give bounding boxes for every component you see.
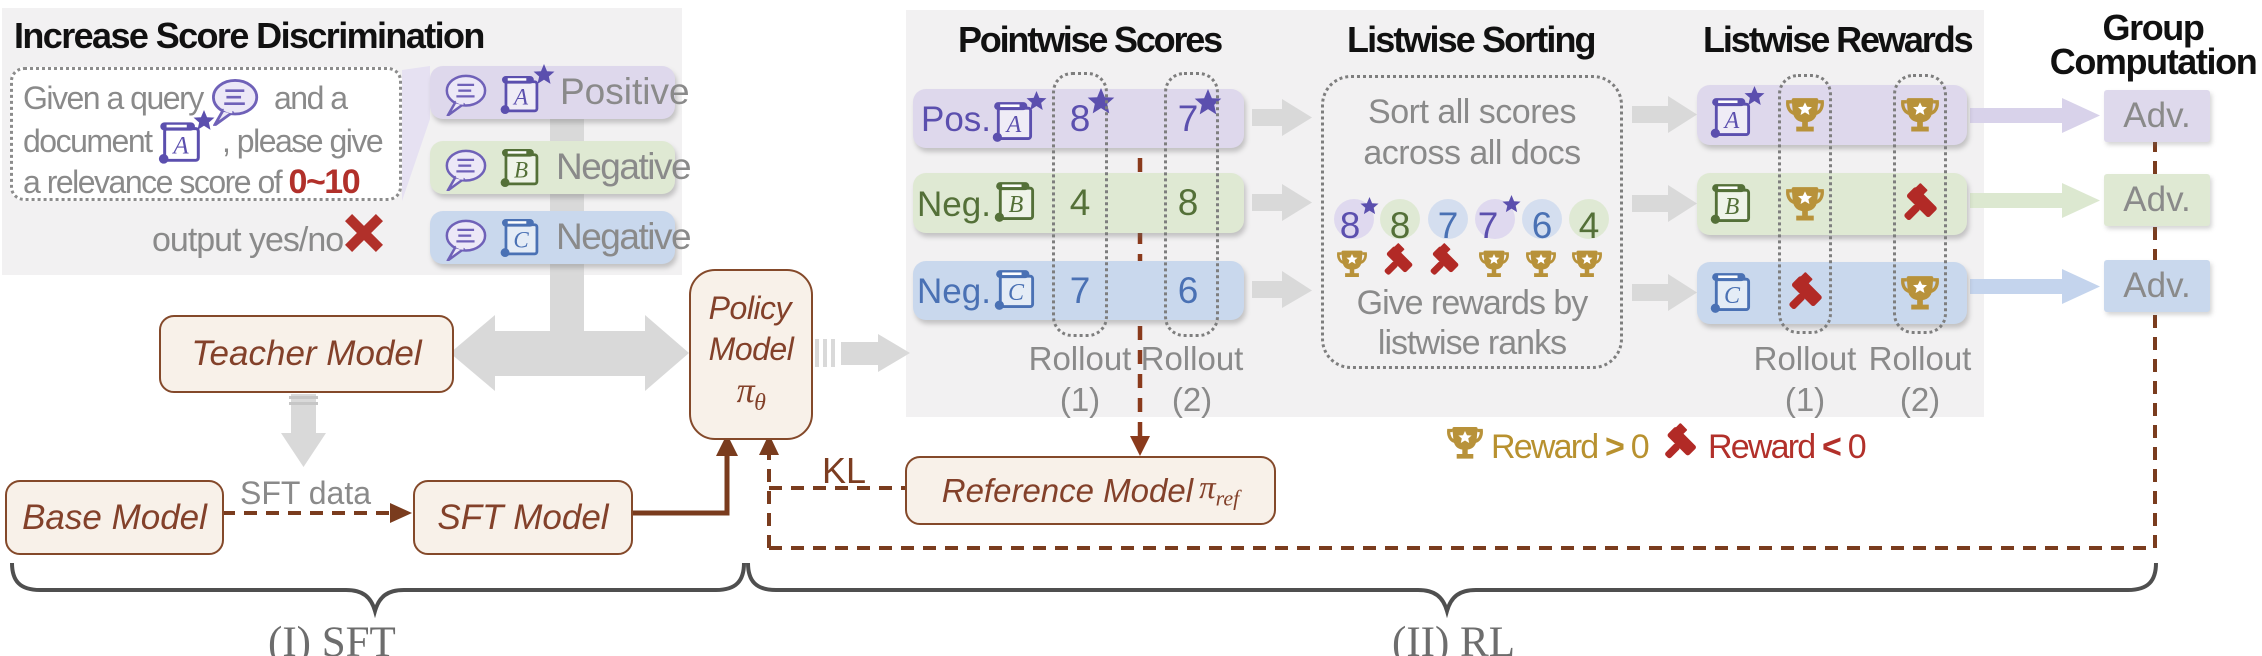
svg-text:C: C	[1724, 283, 1741, 309]
svg-text:A: A	[512, 85, 529, 110]
svg-text:C: C	[1008, 280, 1025, 306]
svg-text:B: B	[1009, 192, 1024, 218]
svg-text:A: A	[171, 133, 189, 160]
svg-text:A: A	[1723, 108, 1740, 134]
svg-text:A: A	[1005, 112, 1022, 138]
svg-text:C: C	[513, 228, 529, 253]
svg-text:B: B	[1725, 194, 1740, 220]
svg-text:B: B	[514, 158, 528, 183]
